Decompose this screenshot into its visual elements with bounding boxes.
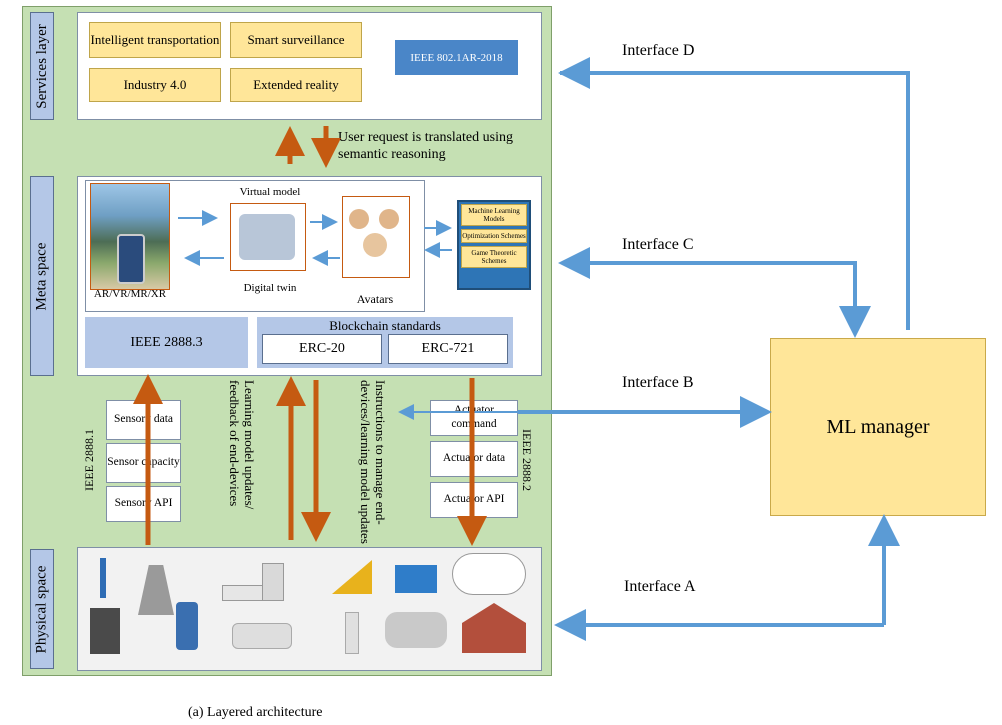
sensor-capacity-label: Sensor capacity: [107, 456, 180, 469]
interface-a-label: Interface A: [624, 578, 696, 595]
erc20-label: ERC-20: [299, 341, 345, 356]
interface-c-label: Interface C: [622, 236, 694, 253]
interface-b-label: Interface B: [622, 374, 694, 391]
smart-surveillance-box: Smart surveillance: [230, 22, 362, 58]
figure-caption: (a) Layered architecture: [188, 705, 323, 720]
digital-twin-icon: [239, 214, 295, 260]
model-list: Machine Learning Models Optimization Sch…: [457, 200, 531, 290]
extended-reality-box: Extended reality: [230, 68, 362, 102]
avatars-label: Avatars: [356, 292, 394, 306]
digital-twin-frame: [230, 203, 306, 271]
ml-manager-label: ML manager: [826, 415, 930, 438]
erc721-label: ERC-721: [421, 341, 475, 356]
erc20-box: ERC-20: [262, 334, 382, 364]
sensor-capacity-box: Sensor capacity: [106, 443, 181, 483]
services-layer-tab: Services layer: [30, 12, 54, 120]
sensory-data-box: Sensory data: [106, 400, 181, 440]
set-top-box-icon: [232, 623, 292, 649]
mobile-phone-icon: [176, 602, 198, 650]
interface-d-label: Interface D: [622, 42, 695, 59]
avatar-head-icon: [349, 209, 369, 229]
intelligent-transportation-label: Intelligent transportation: [90, 31, 220, 47]
physical-space-tab: Physical space: [30, 549, 54, 669]
sensory-data-label: Sensory data: [113, 413, 174, 426]
industry-label: Industry 4.0: [123, 76, 187, 92]
ar-label: AR/VR/MR/XR: [93, 288, 167, 300]
server-icon: [90, 608, 120, 654]
game-theoretic-item: Game Theoretic Schemes: [461, 246, 527, 269]
ieee-2888-3-label: IEEE 2888.3: [130, 334, 203, 350]
erc721-box: ERC-721: [388, 334, 508, 364]
cloud-icon: [452, 553, 526, 595]
user-request-text: User request is translated using semanti…: [338, 130, 513, 162]
digital-twin-label: Digital twin: [243, 282, 297, 294]
car-icon: [385, 612, 447, 648]
avatar-head-icon: [363, 233, 387, 257]
ml-models-item: Machine Learning Models: [461, 204, 527, 227]
iot-sensor-icon: [345, 612, 359, 654]
phone-icon: [117, 234, 145, 284]
ieee-2888-3-box: IEEE 2888.3: [85, 317, 248, 368]
industry-box: Industry 4.0: [89, 68, 221, 102]
interface-d-arrow: [558, 57, 910, 330]
blockchain-label: Blockchain standards: [329, 318, 441, 333]
sensory-api-box: Sensory API: [106, 486, 181, 522]
optimization-schemes-item: Optimization Schemes: [461, 229, 527, 244]
ieee-8021ar-label: IEEE 802.1AR-2018: [410, 51, 503, 64]
ieee-8021ar-box: IEEE 802.1AR-2018: [395, 40, 518, 75]
extended-reality-label: Extended reality: [253, 76, 339, 92]
interface-c-arrow: [566, 261, 871, 338]
virtual-model-label: Virtual model: [239, 186, 301, 198]
ar-scene-image: [90, 183, 170, 290]
antenna-tower-icon: [92, 558, 114, 598]
meta-space-tab: Meta space: [30, 176, 54, 376]
network-switch-icon: [395, 565, 437, 593]
avatar-head-icon: [379, 209, 399, 229]
access-point-icon: [262, 563, 284, 601]
intelligent-transportation-box: Intelligent transportation: [89, 22, 221, 58]
sensory-api-label: Sensory API: [114, 497, 173, 510]
avatars-frame: [342, 196, 410, 278]
ml-manager-box: ML manager: [770, 338, 986, 516]
smart-surveillance-label: Smart surveillance: [247, 31, 345, 47]
